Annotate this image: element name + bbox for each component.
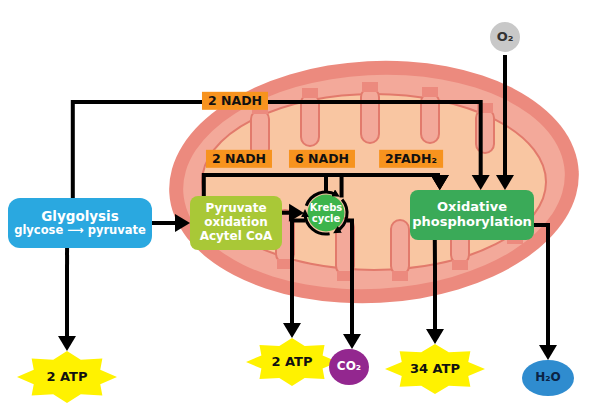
product-ellipse: H₂O: [522, 360, 574, 396]
crista-fold: [361, 88, 379, 143]
node-text: Oxidative phosphorylation: [412, 200, 532, 230]
arrow-line: [152, 221, 175, 225]
burst-fill: [385, 344, 485, 394]
flow-arrow: [152, 214, 190, 232]
flow-arrow: [496, 55, 514, 190]
arrow-line: [73, 102, 481, 198]
node-text: glycose ⟶ pyruvate: [14, 224, 146, 237]
flow-arrow: [426, 240, 444, 344]
burst-fill: [246, 338, 338, 386]
outer-membrane: [163, 50, 585, 313]
arrow-line: [534, 225, 548, 345]
crista-cap: [452, 260, 468, 270]
arrow-head: [431, 175, 449, 190]
arrow-line: [503, 55, 507, 175]
edge-label: 2FADH₂: [379, 150, 443, 168]
product-burst: 34 ATP: [385, 344, 485, 394]
arrow-line: [65, 248, 69, 336]
arrow-line: [282, 211, 289, 215]
arrow-head: [431, 175, 449, 190]
gas-circle: O₂: [487, 19, 523, 55]
cycle-circle: Krebs cycle: [304, 191, 348, 235]
arrow-head: [343, 334, 361, 349]
product-burst: 2 ATP: [17, 351, 117, 403]
edge-label: 6 NADH: [289, 150, 355, 168]
arrow-head: [283, 323, 301, 338]
node-text: Krebs cycle: [304, 202, 348, 225]
process-box: Oxidative phosphorylation: [410, 190, 534, 240]
arrow-line: [433, 240, 437, 329]
circle-fill: [489, 21, 522, 54]
process-box: Pyruvate oxidation Acytel CoA: [190, 196, 282, 250]
arrow-line: [347, 221, 352, 334]
arrow-head: [539, 345, 557, 360]
node-text: Glygolysis: [41, 209, 119, 225]
product-ellipse: CO₂: [329, 349, 369, 385]
arrow-head: [58, 336, 76, 351]
node-text: 2 ATP: [271, 355, 312, 370]
arrow-head: [431, 175, 449, 190]
crista-cap: [362, 82, 378, 92]
node-text: 34 ATP: [410, 362, 460, 377]
crista-cap: [422, 87, 438, 97]
flow-arrow: [534, 225, 557, 360]
ellipse-fill: [329, 349, 369, 385]
flow-arrow: [326, 175, 449, 191]
arrow-line: [292, 221, 305, 323]
flow-arrow: [73, 102, 490, 198]
edge-label: 2 NADH: [206, 150, 272, 168]
flow-arrow: [343, 221, 361, 349]
arrow-head: [175, 214, 190, 232]
burst-fill: [17, 351, 117, 403]
arrow-head: [472, 175, 490, 190]
flow-arrow: [283, 221, 305, 338]
edge-label: 2 NADH: [202, 92, 268, 110]
arrow-head: [426, 329, 444, 344]
product-burst: 2 ATP: [246, 338, 338, 386]
flow-arrow: [58, 248, 76, 351]
node-text: Pyruvate oxidation Acytel CoA: [193, 202, 279, 243]
process-box: Glygolysisglycose ⟶ pyruvate: [8, 198, 152, 248]
node-text: O₂: [497, 30, 514, 45]
ellipse-fill: [522, 360, 574, 396]
node-text: 2 ATP: [46, 370, 87, 385]
node-text: H₂O: [535, 371, 561, 385]
crista-cap: [302, 88, 318, 98]
arrow-head: [496, 175, 514, 190]
node-text: CO₂: [337, 360, 361, 374]
crista-cap: [392, 271, 408, 281]
crista-fold: [391, 220, 409, 275]
